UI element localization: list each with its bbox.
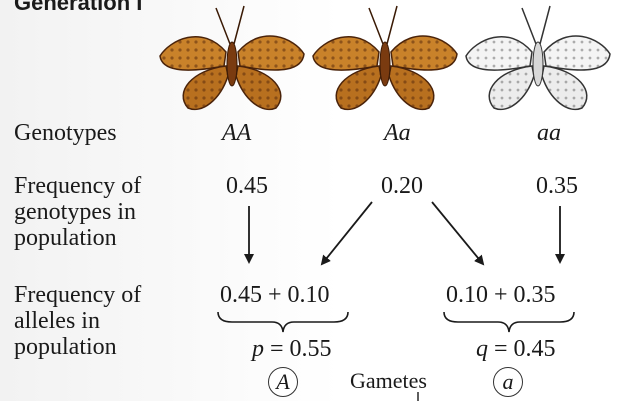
allele-p-result: p = 0.55 bbox=[252, 336, 332, 363]
brace-right bbox=[444, 312, 574, 332]
genotype-Aa: Aa bbox=[384, 120, 411, 146]
p-variable: p bbox=[252, 336, 264, 362]
butterfly-orange-icon bbox=[313, 6, 457, 109]
p-value: = 0.55 bbox=[270, 336, 332, 362]
genotype-frequency-label-line1: Frequency of bbox=[14, 173, 141, 199]
genotype-frequency-Aa: 0.20 bbox=[381, 173, 423, 200]
genotype-frequency-aa: 0.35 bbox=[536, 173, 578, 200]
genotypes-label: Genotypes bbox=[14, 120, 117, 146]
brace-left bbox=[218, 312, 348, 332]
q-value: = 0.45 bbox=[494, 336, 556, 362]
arrow-ab-to-right bbox=[432, 202, 483, 264]
gamete-a-circle: a bbox=[493, 367, 523, 397]
genotype-frequency-AA: 0.45 bbox=[226, 173, 268, 200]
allele-q-result: q = 0.45 bbox=[476, 336, 556, 363]
butterfly-white-icon bbox=[466, 6, 610, 109]
butterfly-orange-icon bbox=[160, 6, 304, 109]
genotype-aa: aa bbox=[537, 120, 561, 146]
genotype-frequency-label-line2: genotypes in bbox=[14, 199, 136, 225]
genotype-frequency-label-line3: population bbox=[14, 225, 117, 251]
gamete-A-circle: A bbox=[268, 367, 298, 397]
genotype-AA: AA bbox=[222, 120, 251, 146]
gametes-label: Gametes bbox=[350, 368, 427, 394]
allele-frequency-label-line3: population bbox=[14, 334, 117, 360]
allele-sum-p: 0.45 + 0.10 bbox=[220, 282, 330, 309]
arrow-ab-to-left bbox=[322, 202, 372, 264]
q-variable: q bbox=[476, 336, 488, 362]
allele-sum-q: 0.10 + 0.35 bbox=[446, 282, 556, 309]
allele-frequency-label-line2: alleles in bbox=[14, 308, 100, 334]
allele-frequency-label-line1: Frequency of bbox=[14, 282, 141, 308]
